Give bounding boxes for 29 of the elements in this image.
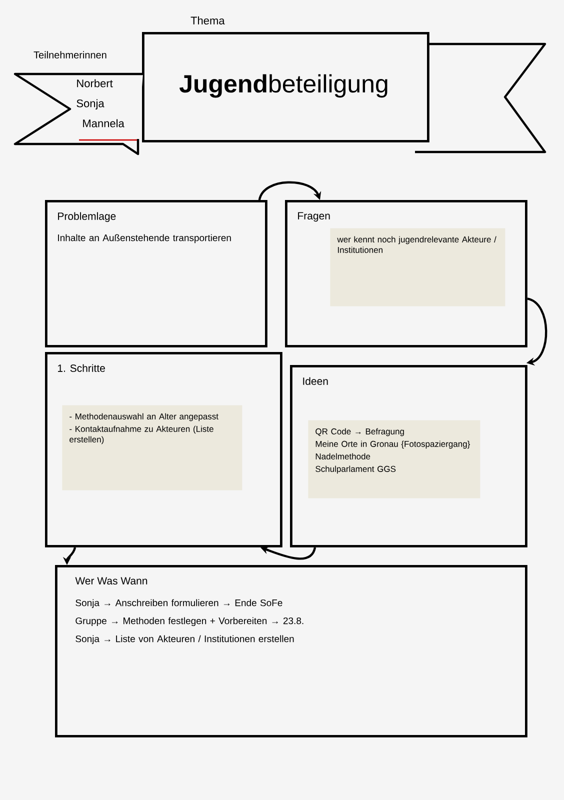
panel (45, 352, 282, 548)
panel (55, 565, 528, 738)
banner-title: Jugendbeteiligung (179, 74, 388, 98)
node-label: Meine Orte in Gronau {Fotospaziergang} (316, 440, 470, 449)
name-text: Norbert (77, 79, 113, 88)
arrow (258, 181, 322, 200)
sticky-note (62, 405, 242, 490)
panel (290, 365, 528, 548)
panel-heading: Fragen (298, 212, 330, 222)
panel-heading: Ideen (303, 377, 328, 385)
panel-heading: Wer Was Wann (75, 577, 148, 585)
name-text: Mannela (83, 119, 124, 128)
node-label: QR Code → Befragung (316, 428, 404, 436)
sticky-note (330, 228, 506, 306)
node-label: Schulparlament GGS (316, 466, 396, 474)
heading: Teilnehmerinnen (34, 51, 106, 58)
panel-heading: 1. Schritte (58, 364, 105, 372)
node-label: Nadelmethode (316, 453, 370, 460)
panel-text: Inhalte an Außenstehende transportieren (58, 234, 231, 244)
panel (285, 200, 528, 348)
panel-text: Sonja → Anschreiben formulieren → Ende SoFe Gruppe → Methoden festlegen + Vorbereiten → 23.8. Sonja → Liste von Akteuren / Institutionen erstellen (76, 599, 304, 644)
panel (45, 200, 268, 348)
heading: Thema (190, 16, 225, 24)
note-text: wer kennt noch jugendrelevante Akteure / Institutionen (337, 236, 496, 253)
name-text: Sonja (76, 99, 104, 110)
panel-heading: Problemlage (58, 212, 116, 222)
note-text: QR Code → Befragung Meine Orte in Gronau {Fotospaziergang} Nadelmethode Schulparlament GGS (316, 428, 470, 474)
note-text: - Methodenauswahl an Alter angepasst - Kontaktaufnahme zu Akteuren (Liste erstellen) (70, 413, 218, 444)
sticky-note (308, 420, 480, 498)
